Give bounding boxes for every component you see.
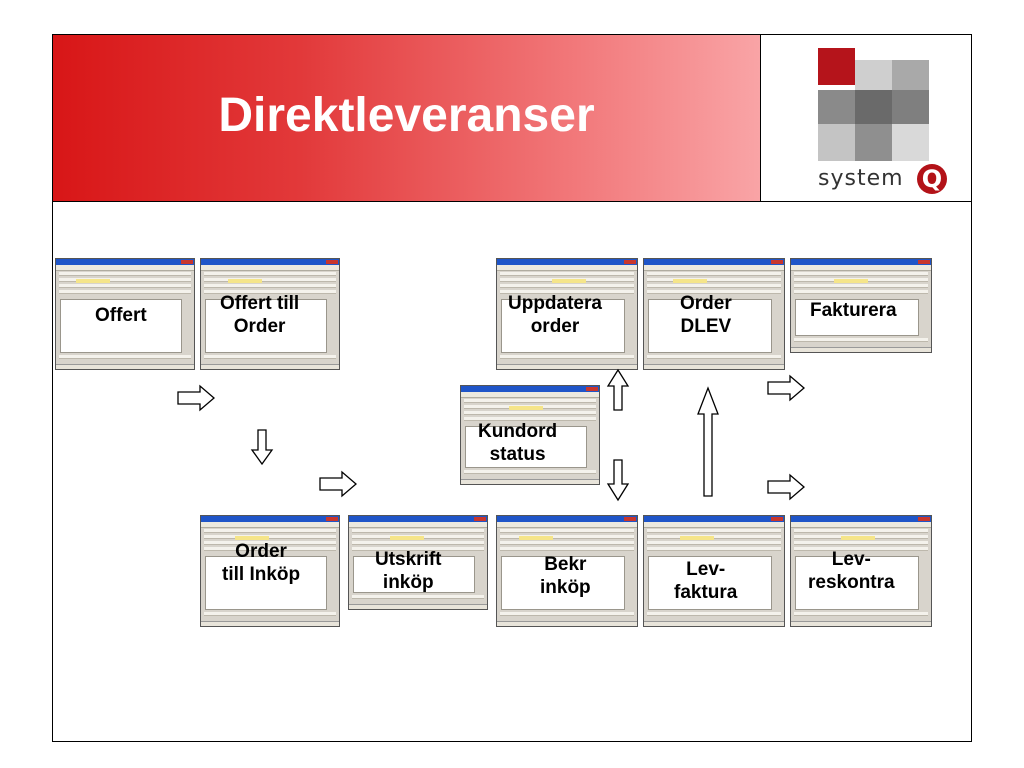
logo-q-icon: Q: [917, 164, 947, 194]
screenshot-offert-till-order: [200, 258, 340, 370]
logo-tile: [855, 124, 892, 161]
title-band: [53, 35, 760, 201]
slide-frame: [52, 34, 972, 742]
screenshot-lev-reskontra: [790, 515, 932, 627]
arrow-down: [250, 429, 274, 466]
arrow-up: [606, 368, 630, 411]
logo-tile: [818, 48, 855, 85]
logo-tile: [892, 90, 929, 127]
logo-tile: [818, 124, 855, 161]
arrow-right: [319, 470, 357, 498]
step-label-fakturera: Fakturera: [810, 300, 897, 321]
logo-wordmark: system: [818, 166, 904, 191]
step-label-lev-faktura: Lev-faktura: [674, 559, 738, 603]
screenshot-bekr-inkop: [496, 515, 638, 627]
logo-tile: [892, 124, 929, 161]
slide-title: Direktleveranser: [218, 89, 595, 142]
arrow-right: [767, 374, 805, 402]
logo-box: [760, 35, 971, 201]
arrow-right: [177, 384, 215, 412]
screenshot-utskrift-inkop: [348, 515, 488, 610]
screenshot-offert: [55, 258, 195, 370]
arrow-up: [697, 386, 719, 497]
screenshot-fakturera: [790, 258, 932, 353]
screenshot-order-dlev: [643, 258, 785, 370]
logo-tile: [855, 90, 892, 127]
screenshot-lev-faktura: [643, 515, 785, 627]
arrow-down: [606, 459, 630, 502]
screenshot-kundord-status: [460, 385, 600, 485]
arrow-right: [767, 473, 805, 501]
step-label-lev-reskontra: Lev-reskontra: [808, 549, 895, 593]
logo-tile: [818, 90, 855, 127]
screenshot-order-till-inkop: [200, 515, 340, 627]
header-divider: [53, 201, 971, 202]
step-label-offert: Offert: [95, 305, 147, 326]
screenshot-uppdatera-order: [496, 258, 638, 370]
